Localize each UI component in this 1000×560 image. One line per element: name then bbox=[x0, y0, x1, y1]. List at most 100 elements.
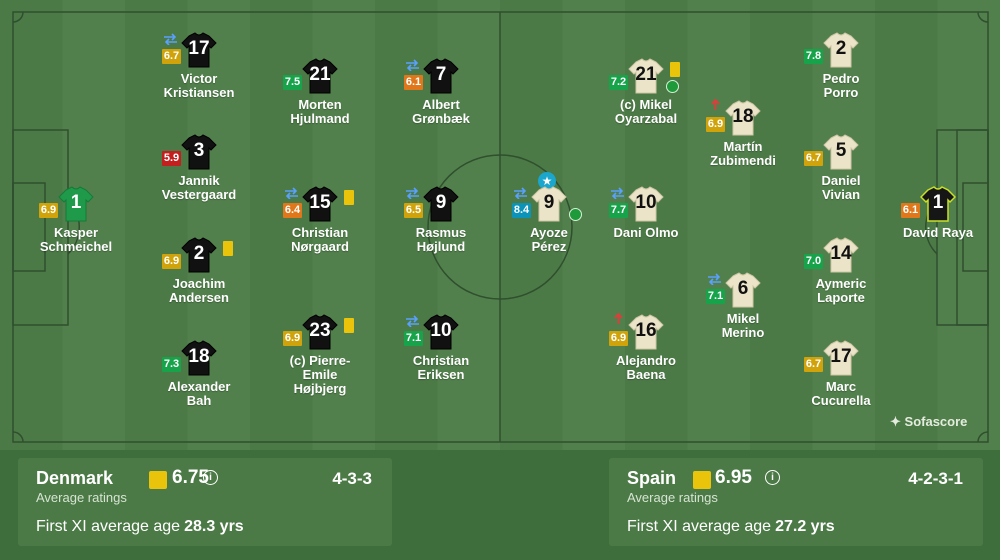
goal-icon bbox=[666, 80, 679, 93]
team-rating-icon bbox=[149, 471, 167, 489]
shirt-icon: 5 bbox=[823, 134, 859, 170]
info-icon[interactable]: i bbox=[765, 470, 780, 485]
shirt-icon: 18 bbox=[725, 100, 761, 136]
player-rating: 6.9 bbox=[162, 254, 181, 269]
player-rating: 6.7 bbox=[162, 49, 181, 64]
info-icon[interactable]: i bbox=[203, 470, 218, 485]
formation: 4-3-3 bbox=[332, 469, 372, 488]
player-name: David Raya bbox=[902, 225, 974, 240]
team-rating: 6.95 bbox=[715, 467, 752, 488]
player-rating: 6.9 bbox=[283, 331, 302, 346]
substitution-icon bbox=[405, 186, 420, 200]
player-rating: 7.3 bbox=[162, 357, 181, 372]
shirt-icon: 6 bbox=[725, 272, 761, 308]
player-rating: 7.8 bbox=[804, 49, 823, 64]
shirt-icon: 7 bbox=[423, 58, 459, 94]
yellow-card-icon bbox=[223, 241, 233, 256]
shirt-icon: 15 bbox=[302, 186, 338, 222]
shirt-icon: 10 bbox=[423, 314, 459, 350]
team-rating-icon bbox=[693, 471, 711, 489]
shirt-icon: 17 bbox=[181, 32, 217, 68]
shirt-icon: 14 bbox=[823, 237, 859, 273]
shirt-icon: 9 bbox=[423, 186, 459, 222]
player-rating: 6.9 bbox=[706, 117, 725, 132]
substitution-icon bbox=[284, 186, 299, 200]
shirt-icon: 1 bbox=[58, 186, 94, 222]
shirt-icon: 21 bbox=[628, 58, 664, 94]
sofascore-logo-icon: ✦ bbox=[890, 414, 901, 429]
shirt-icon: 16 bbox=[628, 314, 664, 350]
yellow-card-icon bbox=[670, 62, 680, 77]
substitution-icon bbox=[405, 58, 420, 72]
player-rating: 8.4 bbox=[512, 203, 531, 218]
average-ratings-label: Average ratings bbox=[627, 490, 718, 505]
player-rating: 6.7 bbox=[804, 151, 823, 166]
substitution-icon bbox=[513, 186, 528, 200]
player-rating: 6.7 bbox=[804, 357, 823, 372]
player-name: Dani Olmo bbox=[613, 225, 679, 240]
substitution-icon bbox=[610, 186, 625, 200]
shirt-icon: 10 bbox=[628, 186, 664, 222]
shirt-icon: 9 bbox=[531, 186, 567, 222]
substitution-icon bbox=[707, 272, 722, 286]
player-rating: 6.1 bbox=[404, 75, 423, 90]
player-rating: 6.9 bbox=[39, 203, 58, 218]
shirt-icon: 1 bbox=[920, 186, 956, 222]
player-rating: 7.7 bbox=[609, 203, 628, 218]
yellow-card-icon bbox=[344, 318, 354, 333]
sub-out-icon bbox=[614, 312, 623, 324]
player-rating: 7.1 bbox=[404, 331, 423, 346]
formation: 4-2-3-1 bbox=[908, 469, 963, 488]
shirt-icon: 3 bbox=[181, 134, 217, 170]
player-rating: 6.5 bbox=[404, 203, 423, 218]
shirt-icon: 2 bbox=[823, 32, 859, 68]
home-summary-panel: Denmark 6.75 i Average ratings 4-3-3 Fir… bbox=[18, 458, 392, 546]
player-rating: 6.1 bbox=[901, 203, 920, 218]
team-name: Spain bbox=[627, 468, 677, 488]
player-rating: 6.9 bbox=[609, 331, 628, 346]
pitch-lines bbox=[12, 11, 989, 443]
away-summary-panel: Spain 6.95 i Average ratings 4-2-3-1 Fir… bbox=[609, 458, 983, 546]
substitution-icon bbox=[405, 314, 420, 328]
player-rating: 7.5 bbox=[283, 75, 302, 90]
player-rating: 7.0 bbox=[804, 254, 823, 269]
team-rating: 6.75 bbox=[172, 467, 209, 488]
star-icon: ★ bbox=[538, 172, 556, 190]
player-rating: 5.9 bbox=[162, 151, 181, 166]
yellow-card-icon bbox=[344, 190, 354, 205]
player-rating: 7.1 bbox=[706, 289, 725, 304]
shirt-icon: 17 bbox=[823, 340, 859, 376]
player-rating: 7.2 bbox=[609, 75, 628, 90]
average-ratings-label: Average ratings bbox=[36, 490, 127, 505]
shirt-icon: 23 bbox=[302, 314, 338, 350]
sub-out-icon bbox=[711, 98, 720, 110]
substitution-icon bbox=[163, 32, 178, 46]
shirt-icon: 21 bbox=[302, 58, 338, 94]
team-name: Denmark bbox=[36, 468, 114, 488]
shirt-icon: 18 bbox=[181, 340, 217, 376]
goal-icon bbox=[569, 208, 582, 221]
shirt-icon: 2 bbox=[181, 237, 217, 273]
